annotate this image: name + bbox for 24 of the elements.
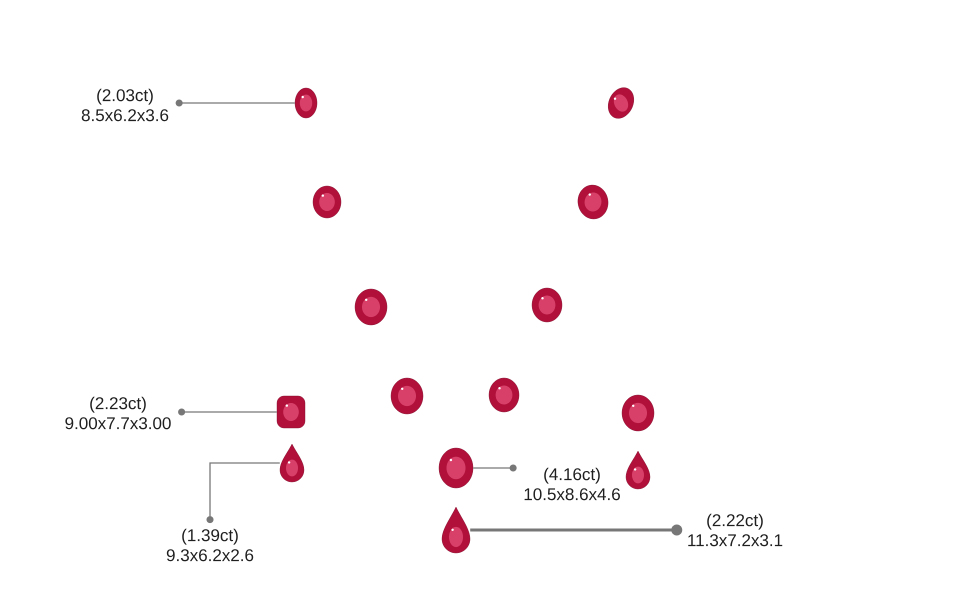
leader-line xyxy=(178,408,277,416)
gem-size-label: (4.16ct) 10.5x8.6x4.6 xyxy=(524,468,620,500)
gemstone-drawing xyxy=(390,378,424,414)
gemstone-drawing xyxy=(438,448,474,488)
gem-size-label: (1.39ct) 9.3x6.2x2.6 xyxy=(166,528,254,562)
gemstone-drawing xyxy=(442,506,470,554)
gemstone-drawing xyxy=(622,394,654,432)
gem-size-label: (2.22ct) 11.3x7.2x3.1 xyxy=(688,514,782,546)
gem-size-label: (2.23ct) 9.00x7.7x3.00 xyxy=(65,396,171,430)
gemstone-drawing xyxy=(532,288,562,322)
leader-line xyxy=(473,464,517,472)
gemstone-drawing xyxy=(280,444,304,482)
gemstone-drawing xyxy=(312,186,342,218)
gemstone-drawing xyxy=(488,378,520,412)
leader-line xyxy=(470,524,682,536)
gemstone-drawing xyxy=(626,450,650,490)
gemstone-drawing xyxy=(608,87,634,119)
leader-line xyxy=(206,462,280,524)
gemstone-drawing xyxy=(294,88,318,118)
gemstone-drawing xyxy=(276,396,306,428)
gemstone-drawing xyxy=(578,184,608,220)
gem-size-label: (2.03ct) 8.5x6.2x3.6 xyxy=(82,88,168,122)
leader-line xyxy=(176,100,295,106)
gemstone-drawing xyxy=(354,288,388,326)
